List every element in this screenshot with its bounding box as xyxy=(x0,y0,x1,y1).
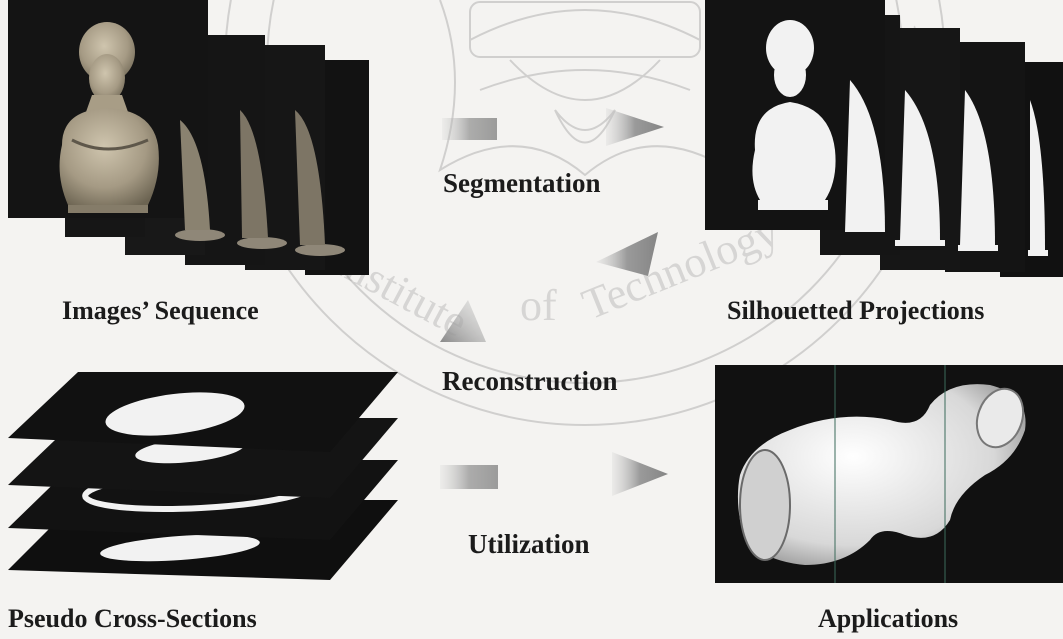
applications-render xyxy=(715,365,1063,583)
label-segmentation: Segmentation xyxy=(443,167,601,199)
label-pseudo-cross-sections: Pseudo Cross-Sections xyxy=(8,603,257,635)
cross-sections xyxy=(8,372,398,580)
utilization-arrow xyxy=(440,452,668,496)
label-images-sequence: Images’ Sequence xyxy=(62,295,259,327)
svg-text:of: of xyxy=(520,281,557,330)
images-sequence xyxy=(8,0,369,275)
label-reconstruction: Reconstruction xyxy=(442,365,617,397)
segmentation-arrow xyxy=(442,108,664,146)
label-silhouetted-projections: Silhouetted Projections xyxy=(727,295,984,327)
label-applications: Applications xyxy=(818,603,958,635)
label-utilization: Utilization xyxy=(468,528,590,560)
